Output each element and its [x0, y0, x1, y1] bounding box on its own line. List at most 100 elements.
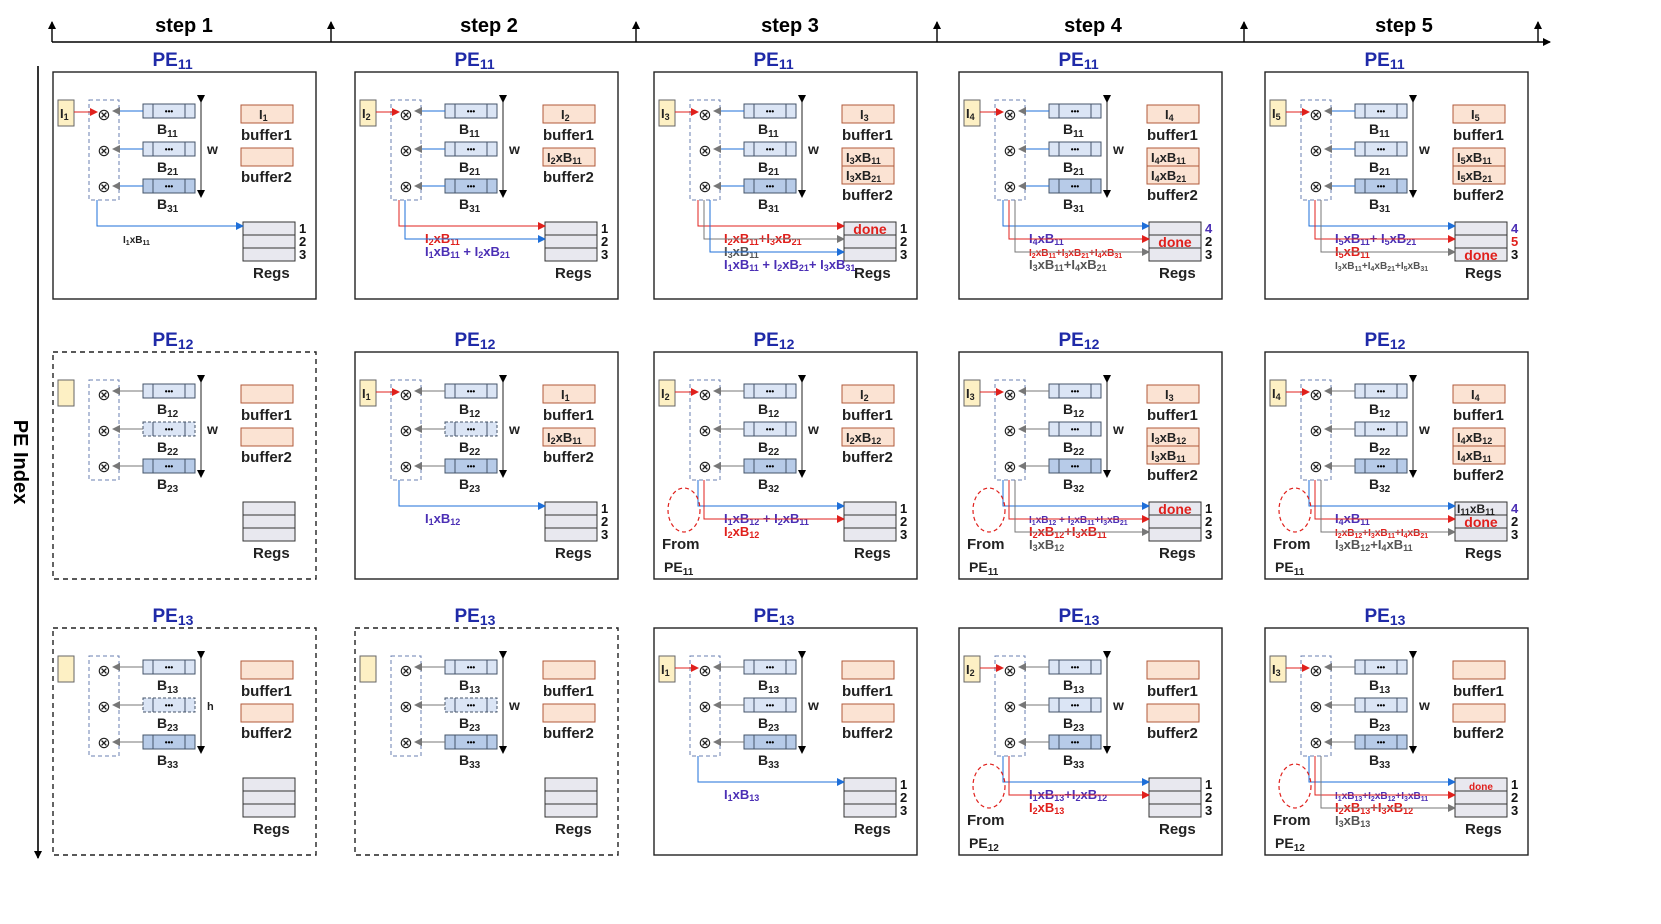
dots-icon: •••: [165, 145, 174, 154]
accumulate-arrow: [1308, 480, 1456, 510]
input-register: [963, 99, 981, 127]
weight-label: B23: [1063, 715, 1085, 734]
pe-title: PE11: [153, 50, 193, 72]
pe-cell: PE11I5⊗⊗⊗•••B11•••B21•••B31wI5buffer1I5x…: [1264, 50, 1529, 300]
buffer2-box: [841, 703, 895, 723]
regs-label: Regs: [555, 265, 592, 282]
pe-box: [354, 351, 619, 580]
weight-label: B11: [157, 121, 178, 140]
partial-sum-label: I2xB13: [1029, 800, 1064, 816]
reg-slot: [544, 514, 598, 529]
regs-label: Regs: [1159, 821, 1196, 838]
from-label: From: [662, 536, 700, 553]
width-label: h: [207, 701, 214, 713]
reg-index: 2: [1511, 514, 1518, 529]
pe-box: [653, 351, 918, 580]
reg-index: 2: [1205, 790, 1212, 805]
dots-icon: •••: [467, 107, 476, 116]
weight-label: B22: [1063, 439, 1085, 458]
multiplier-icon: ⊗: [399, 663, 412, 680]
buffer1-label: buffer1: [1453, 127, 1504, 144]
width-label: w: [1112, 421, 1124, 437]
dots-icon: •••: [1071, 387, 1080, 396]
buffer2-label: buffer2: [543, 449, 594, 466]
pe-box: [52, 71, 317, 300]
weight-label: B31: [157, 196, 179, 215]
reg-index: 1: [299, 221, 306, 236]
buffer1-label: buffer1: [241, 407, 292, 424]
buffer2-value: I3xB11: [1151, 448, 1186, 464]
multiplier-icon: ⊗: [97, 387, 110, 404]
pe-title: PE11: [1059, 50, 1099, 72]
buffer1-box: [1146, 104, 1200, 124]
accumulate-arrow: [1002, 756, 1150, 786]
weight-label: B33: [157, 752, 179, 771]
buffer1-value: I3: [1165, 387, 1174, 403]
buffer2-value: I3xB21: [846, 168, 881, 184]
regs-label: Regs: [253, 821, 290, 838]
accumulate-arrow: [703, 480, 845, 523]
reg-index: 1: [900, 501, 907, 516]
reg-index: 3: [900, 247, 907, 262]
from-marker: [972, 487, 1006, 533]
buffer2-value: I5xB11: [1457, 150, 1492, 166]
buffer1-label: buffer1: [543, 683, 594, 700]
buffer2-box: [1146, 445, 1200, 465]
pe-box: [958, 351, 1223, 580]
buffer1-box: [841, 384, 895, 404]
reg-slot: [1148, 803, 1202, 818]
reg-slot: [544, 247, 598, 262]
buffer1-box: [240, 104, 294, 124]
partial-sum-label: I2xB11+I3xB21+I4xB31: [1029, 248, 1122, 260]
dots-icon: •••: [1071, 462, 1080, 471]
accumulate-arrow: [1002, 200, 1150, 230]
buffer2-box: [1452, 703, 1506, 723]
multiplier-icon: ⊗: [399, 143, 412, 160]
dots-icon: •••: [766, 145, 775, 154]
step-label: step 2: [460, 15, 518, 37]
buffer2-value: I4xB11: [1457, 448, 1492, 464]
reg-slot: [544, 790, 598, 805]
dots-icon: •••: [766, 425, 775, 434]
buffer1-label: buffer1: [1147, 407, 1198, 424]
reg-index: 2: [900, 790, 907, 805]
buffer2-label: buffer2: [1453, 467, 1504, 484]
step-label: step 4: [1064, 15, 1123, 37]
dots-icon: •••: [1071, 182, 1080, 191]
multiplier-icon: ⊗: [698, 107, 711, 124]
dots-icon: •••: [165, 107, 174, 116]
buffer2-box: [542, 427, 596, 447]
regs-label: Regs: [854, 265, 891, 282]
partial-sum-label: I3xB12+I4xB11: [1335, 537, 1413, 553]
from-pe-label: PE11: [664, 559, 694, 578]
input-label: I4: [966, 106, 975, 122]
dots-icon: •••: [1377, 107, 1386, 116]
reg-slot: [242, 514, 296, 529]
buffer1-value: I1: [561, 387, 570, 403]
width-label: w: [1418, 141, 1430, 157]
buffer2-label: buffer2: [241, 725, 292, 742]
accumulate-arrow: [1014, 200, 1150, 256]
buffer2-box: [1452, 445, 1506, 465]
multiplier-icon: ⊗: [1003, 179, 1016, 196]
weight-label: B23: [157, 715, 179, 734]
dots-icon: •••: [1377, 701, 1386, 710]
weight-label: B32: [1063, 476, 1085, 495]
weight-label: B13: [459, 677, 481, 696]
reg-slot: [544, 527, 598, 542]
width-label: w: [1418, 697, 1430, 713]
reg-slot: [242, 790, 296, 805]
multiplier-icon: ⊗: [97, 107, 110, 124]
weight-label: B23: [758, 715, 780, 734]
dots-icon: •••: [467, 663, 476, 672]
accumulate-arrow: [1320, 480, 1456, 536]
buffer1-box: [1452, 660, 1506, 680]
reg-index: 1: [1205, 777, 1212, 792]
weight-label: B13: [157, 677, 179, 696]
dots-icon: •••: [1071, 145, 1080, 154]
pe-cell: PE11I2⊗⊗⊗•••B11•••B21•••B31wI2buffer1I2x…: [354, 50, 619, 300]
multiplier-icon: ⊗: [698, 387, 711, 404]
pe-cell: PE12⊗⊗⊗•••B12•••B22•••B23wbuffer1buffer2…: [52, 330, 317, 580]
reg-slot: [1148, 527, 1202, 542]
buffer1-value: I2: [561, 107, 570, 123]
